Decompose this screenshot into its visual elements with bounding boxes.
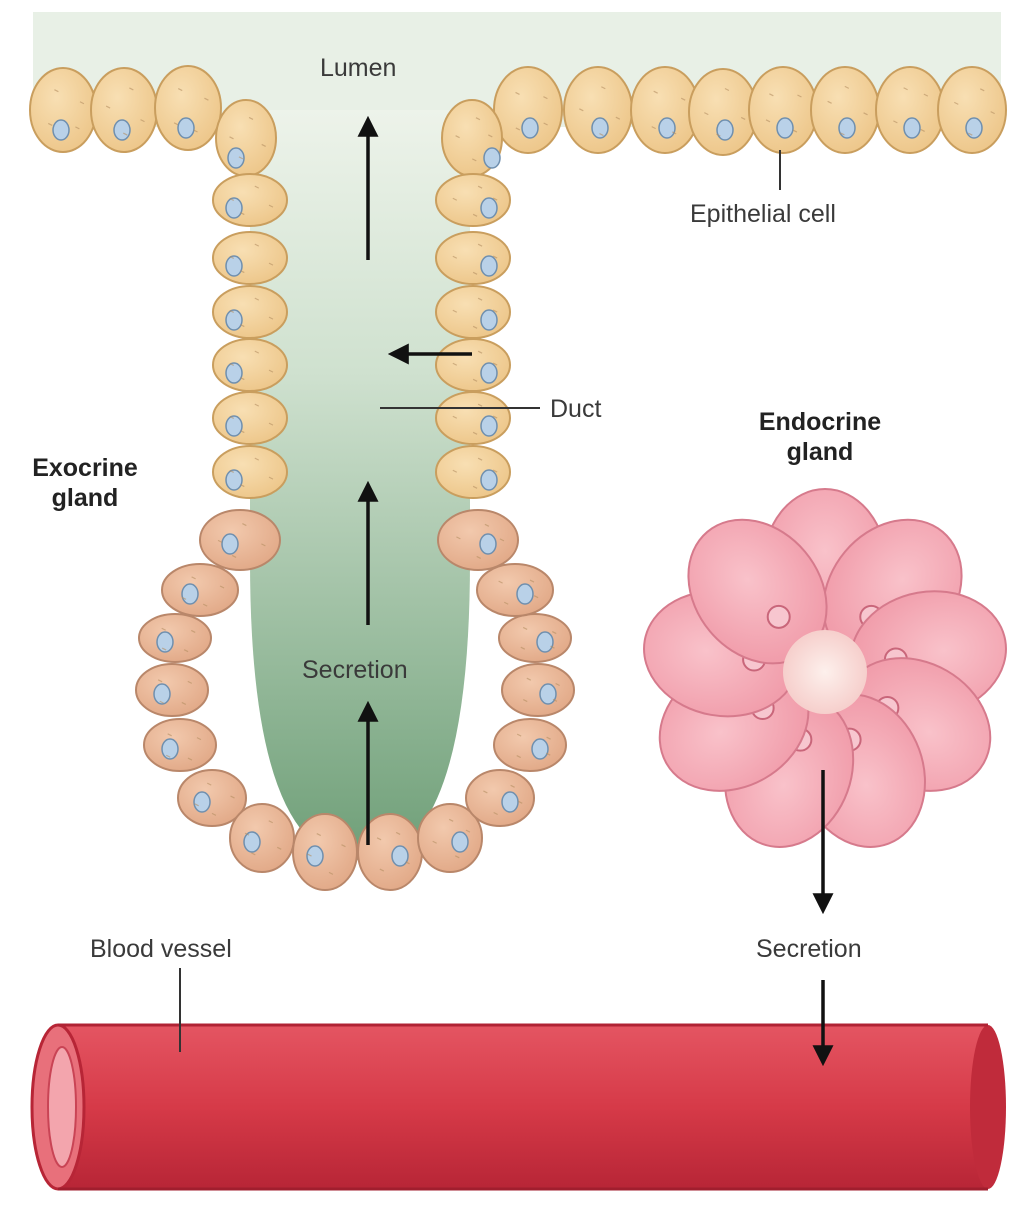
exocrine-acinus (135, 509, 575, 891)
surface-epithelium (29, 65, 1007, 177)
endocrine-line2: gland (786, 438, 854, 466)
epithelial-cell (441, 99, 503, 177)
epithelial-cell (493, 66, 563, 154)
epithelial-cell (29, 67, 97, 153)
blood-vessel-label: Blood vessel (90, 935, 232, 963)
duct-cell (435, 173, 511, 227)
epithelial-cell (748, 66, 818, 154)
duct-cell (435, 285, 511, 339)
acinar-cell (417, 803, 483, 873)
exocrine-secretion-label: Secretion (302, 656, 408, 684)
duct-cell (435, 391, 511, 445)
blood-vessel (30, 1023, 1006, 1191)
acinar-cell (135, 663, 209, 717)
acinar-cell (199, 509, 281, 571)
epithelial-cell (563, 66, 633, 154)
acinar-cell (161, 563, 239, 617)
duct-cell (212, 231, 288, 285)
endocrine-secretion-label: Secretion (756, 935, 862, 963)
duct-cell (435, 338, 511, 392)
endocrine-gland-label: Endocrine gland (735, 407, 905, 467)
acinar-cell (292, 813, 358, 891)
epithelial-cell-label: Epithelial cell (690, 200, 836, 228)
epithelial-cell (810, 66, 880, 154)
acinar-cell (501, 663, 575, 717)
duct-cell (212, 445, 288, 499)
acinar-cell (465, 769, 535, 827)
epithelial-cell (937, 66, 1007, 154)
exocrine-line1: Exocrine (32, 454, 138, 482)
epithelial-cell (875, 66, 945, 154)
acinar-cell (229, 803, 295, 873)
exocrine-line2: gland (51, 484, 119, 512)
epithelial-cell (688, 68, 758, 156)
duct-wall (212, 173, 511, 499)
duct-cell (212, 173, 288, 227)
acinar-cell (138, 613, 212, 663)
duct-label: Duct (550, 395, 602, 423)
duct-cell (435, 445, 511, 499)
epithelial-cell (630, 66, 700, 154)
lumen-label: Lumen (320, 54, 397, 82)
leader-lines (179, 150, 781, 1052)
acinar-cell (177, 769, 247, 827)
secretion-arrows (357, 115, 834, 1067)
acinar-cell (476, 563, 554, 617)
acinar-cell (143, 718, 217, 772)
exocrine-gland-label: Exocrine gland (30, 453, 140, 513)
epithelial-cell (154, 65, 222, 151)
epithelial-cell (90, 67, 158, 153)
duct-cell (212, 285, 288, 339)
endocrine-line1: Endocrine (758, 408, 882, 436)
acinar-cell (437, 509, 519, 571)
duct-cell (212, 338, 288, 392)
duct-cell (435, 231, 511, 285)
epithelial-cell (215, 99, 277, 177)
acinar-cell (493, 718, 567, 772)
acinar-cell (498, 613, 572, 663)
endocrine-gland-cluster (643, 488, 1007, 848)
duct-cell (212, 391, 288, 445)
